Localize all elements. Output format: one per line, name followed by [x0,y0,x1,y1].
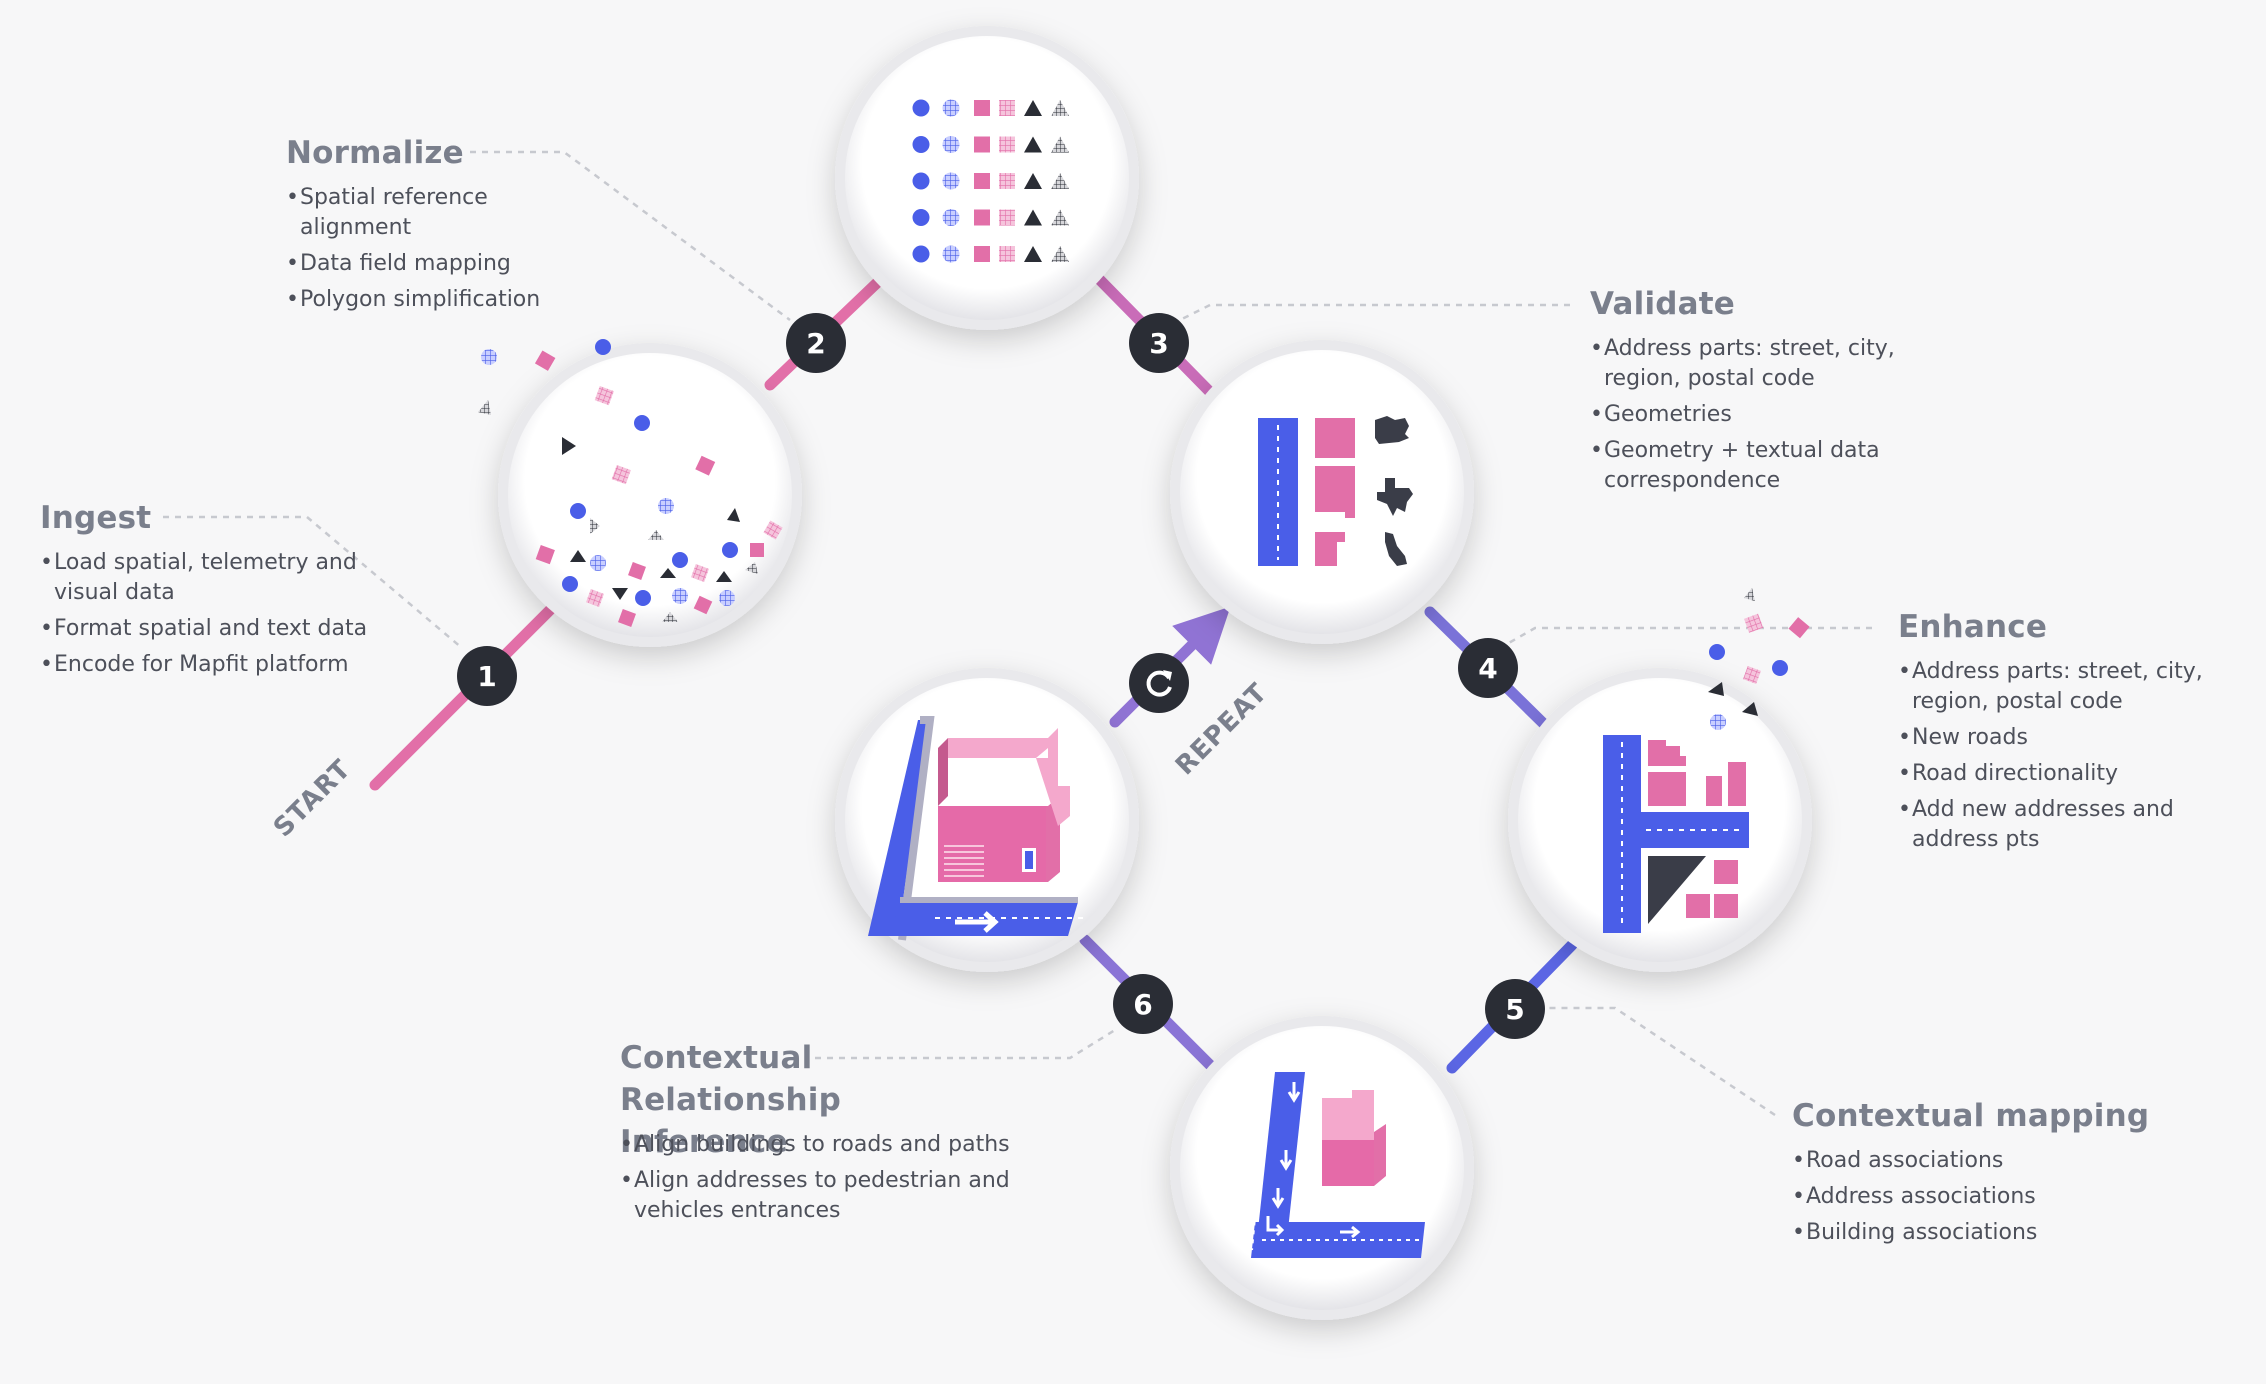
row-pink-grid-square [999,136,1015,153]
contextual-mapping-icon [1251,1072,1425,1258]
list-item: New roads [1898,723,2238,753]
leader-enhance [1499,626,1872,650]
row-pink-square [974,100,990,116]
list-item: Add new addresses and address pts [1898,795,2238,855]
list-item: Spatial reference alignment [286,183,576,243]
row-blue-grid-dot [942,136,960,153]
row-blue-grid-dot [942,245,960,263]
row-blue-grid-dot [942,99,960,117]
badge-4: 4 [1458,638,1518,698]
row-blue-dot [912,99,930,117]
badge-5: 5 [1485,979,1545,1039]
list-item: Data field mapping [286,249,576,279]
circle-ingest [498,343,802,647]
row-dark-triangle [1024,246,1042,262]
repeat-badge [1129,653,1189,713]
row-pink-grid-square [999,246,1015,262]
row-dark-triangle [1024,209,1042,226]
row-blue-dot [912,245,930,263]
row-pink-square [974,246,990,262]
badge-2: 2 [786,313,846,373]
row-grid-triangle [1051,173,1069,189]
step-normalize-title: Normalize [286,135,464,171]
leader-validate [1179,303,1570,322]
row-blue-dot [912,209,930,226]
list-item: Road associations [1792,1146,2132,1176]
list-item: Road directionality [1898,759,2238,789]
row-grid-triangle [1051,209,1069,226]
leader-normalize [470,150,791,322]
list-item: Geometries [1590,400,1930,430]
row-grid-triangle [1051,246,1069,262]
row-blue-dot [912,172,930,190]
badge-1: 1 [457,646,517,706]
list-item: Format spatial and text data [40,614,380,644]
step-ingest-bullets: Load spatial, telemetry and visual data … [40,548,380,686]
ingest-scatter-icon [478,339,783,627]
badge-2-label: 2 [806,327,825,360]
step-enhance-bullets: Address parts: street, city, region, pos… [1898,657,2238,861]
validate-geometry-icon [1258,416,1413,566]
row-dark-triangle [1024,136,1042,153]
step-normalize-bullets: Spatial reference alignment Data field m… [286,183,576,321]
list-item: Address parts: street, city, region, pos… [1898,657,2238,717]
row-grid-triangle [1051,100,1069,116]
row-grid-triangle [1051,136,1069,153]
list-item: Load spatial, telemetry and visual data [40,548,380,608]
list-item: Geometry + textual data correspondence [1590,436,1930,496]
list-item: Polygon simplification [286,285,576,315]
list-item: Address parts: street, city, region, pos… [1590,334,1930,394]
row-dark-triangle [1024,100,1042,116]
enhance-roads-icon [1603,588,1810,933]
step-inference-title: Contextual Relationship Inference [620,1040,841,1160]
badge-1-label: 1 [477,660,496,693]
step-badges: 1 2 3 4 5 6 [457,313,1545,1039]
step-contextual-mapping-title: Contextual mapping [1792,1098,2150,1134]
row-blue-grid-dot [942,172,960,190]
row-dark-triangle [1024,173,1042,189]
leader-contextual-mapping [1548,1006,1776,1117]
normalize-sorted-icon [912,99,1069,263]
step-contextual-mapping-bullets: Road associations Address associations B… [1792,1146,2132,1254]
row-pink-grid-square [999,173,1015,189]
list-item: Align addresses to pedestrian and vehicl… [620,1166,1040,1226]
list-item: Encode for Mapfit platform [40,650,380,680]
row-pink-grid-square [999,209,1015,226]
badge-4-label: 4 [1478,652,1497,685]
list-item: Align buildings to roads and paths [620,1130,1040,1160]
step-validate-title: Validate [1590,286,1736,322]
row-pink-grid-square [999,100,1015,116]
row-pink-square [974,136,990,153]
step-inference-bullets: Align buildings to roads and paths Align… [620,1130,1040,1232]
badge-3-label: 3 [1149,327,1168,360]
leader-ingest [163,515,463,649]
step-ingest-title: Ingest [40,500,152,536]
list-item: Building associations [1792,1218,2132,1248]
badge-5-label: 5 [1505,993,1524,1026]
row-pink-square [974,209,990,226]
row-blue-dot [912,136,930,153]
badge-3: 3 [1129,313,1189,373]
leader-inference [815,1028,1116,1060]
step-validate-bullets: Address parts: street, city, region, pos… [1590,334,1930,502]
list-item: Address associations [1792,1182,2132,1212]
row-blue-grid-dot [942,209,960,226]
step-enhance-title: Enhance [1898,609,2048,645]
badge-6-label: 6 [1133,988,1152,1021]
inference-building-icon [867,716,1085,941]
badge-6: 6 [1113,974,1173,1034]
row-pink-square [974,173,990,189]
refresh-icon [1146,670,1172,697]
